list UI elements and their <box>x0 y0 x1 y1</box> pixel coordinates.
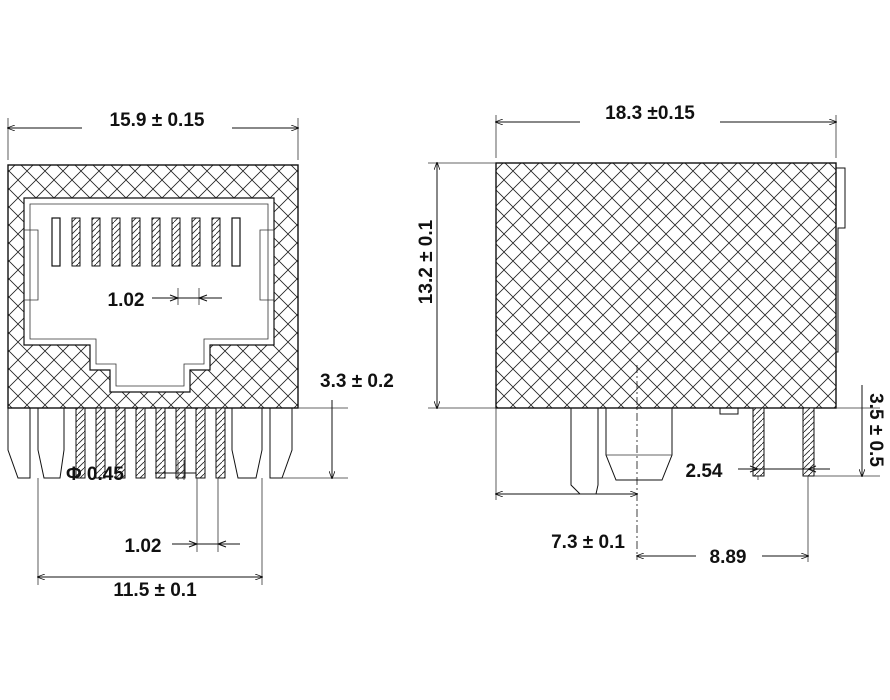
shield-tab-left <box>7 407 31 479</box>
contact-finger <box>51 217 61 267</box>
contact-finger <box>111 217 121 267</box>
contact-finger <box>151 217 161 267</box>
front-pin <box>115 407 126 479</box>
dim-lead-pitch: 2.54 <box>686 461 723 482</box>
dim-pin-diameter: Φ 0.45 <box>66 464 124 485</box>
side-view: 18.3 ±0.15 13.2 ± 0.1 3.5 ± 0.5 7.3 ± 0.… <box>410 100 886 568</box>
side-housing <box>495 162 837 409</box>
dim-front-width: 15.9 ± 0.15 <box>110 110 205 131</box>
post-right <box>231 408 263 479</box>
post-left <box>37 408 65 479</box>
dim-lead-length: 3.5 ± 0.5 <box>865 393 886 467</box>
dim-lead-span: 8.89 <box>710 547 747 568</box>
front-pin <box>95 407 106 479</box>
contact-finger <box>131 217 141 267</box>
front-pin <box>215 407 226 479</box>
standoff <box>719 407 739 415</box>
jack-opening-inner <box>29 203 269 387</box>
front-pin <box>135 407 146 479</box>
contact-fingers <box>51 217 241 267</box>
front-pin <box>75 407 86 479</box>
dim-post-offset: 7.3 ± 0.1 <box>551 532 625 553</box>
front-pin <box>195 407 206 479</box>
plastic-post <box>570 407 599 495</box>
front-pins <box>75 407 226 479</box>
dim-pin-length: 3.3 ± 0.2 <box>320 371 394 392</box>
contact-finger <box>71 217 81 267</box>
front-face-strip <box>836 167 846 353</box>
shield-tab-right <box>269 407 293 479</box>
contact-finger <box>191 217 201 267</box>
front-pin <box>155 407 166 479</box>
shield-peg <box>605 408 673 481</box>
dim-side-length: 18.3 ±0.15 <box>605 103 695 124</box>
contact-finger <box>91 217 101 267</box>
contact-finger <box>211 217 221 267</box>
dim-pin-pitch-top: 1.02 <box>108 290 145 311</box>
lead-1 <box>752 407 765 477</box>
dim-side-height: 13.2 ± 0.1 <box>416 219 437 304</box>
lead-2 <box>802 407 815 477</box>
latch-recess-right <box>259 229 274 301</box>
dim-pin-pitch-bottom: 1.02 <box>125 536 162 557</box>
latch-recess-left <box>24 229 39 301</box>
contact-finger <box>171 217 181 267</box>
contact-finger <box>231 217 241 267</box>
front-view: 15.9 ± 0.15 1.02 3.3 ± 0.2 Φ 0.45 1.02 1… <box>8 106 394 601</box>
dim-pin-span: 11.5 ± 0.1 <box>113 580 197 601</box>
front-pin <box>175 407 186 479</box>
